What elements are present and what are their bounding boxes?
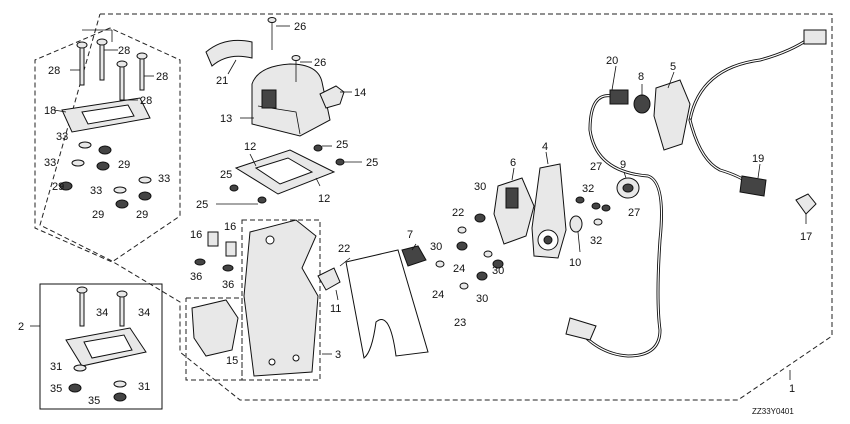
housing-13 [251, 63, 331, 137]
callout-labels: 1 2 3 4 5 6 7 8 9 10 11 12 12 13 14 15 1… [18, 21, 812, 407]
callout-5: 5 [670, 61, 676, 73]
drawing-code: ZZ33Y0401 [752, 407, 794, 416]
cover-15 [191, 299, 239, 357]
callout-34-a: 34 [96, 307, 108, 319]
bearing-9 [616, 177, 640, 199]
cover-21 [205, 39, 253, 67]
callout-36-a: 36 [190, 271, 202, 283]
assembly-outline [39, 13, 833, 401]
callout-6: 6 [510, 157, 516, 169]
callout-27-a: 27 [590, 161, 602, 173]
fastener-group-center [435, 213, 504, 290]
callout-31-a: 31 [50, 361, 62, 373]
callout-28-a: 28 [48, 65, 60, 77]
callout-18: 18 [44, 105, 56, 117]
callout-25-d: 25 [366, 157, 378, 169]
callout-26-b: 26 [314, 57, 326, 69]
callout-1: 1 [789, 383, 795, 395]
pad-7 [401, 245, 427, 267]
callout-27-b: 27 [628, 207, 640, 219]
bracket-12 [234, 149, 336, 195]
callout-12-b: 12 [318, 193, 330, 205]
leader-lines [53, 25, 807, 380]
callout-30-c: 30 [492, 265, 504, 277]
lever-6 [493, 177, 535, 245]
callout-11: 11 [330, 303, 341, 315]
callout-9: 9 [620, 159, 626, 171]
screw-25-group [229, 144, 345, 204]
callout-13: 13 [220, 113, 232, 125]
callout-2: 2 [18, 321, 24, 333]
callout-35-b: 35 [88, 395, 100, 407]
callout-23: 23 [454, 317, 466, 329]
callout-25-b: 25 [196, 199, 208, 211]
callout-15: 15 [226, 355, 238, 367]
control-body-3 [243, 219, 319, 377]
screw-26-group [267, 17, 301, 82]
callout-25-c: 25 [336, 139, 348, 151]
callout-25-a: 25 [220, 169, 232, 181]
lever-4 [531, 163, 567, 259]
callout-32-b: 32 [590, 235, 602, 247]
callout-28-b: 28 [118, 45, 130, 57]
knob-8 [633, 94, 651, 114]
callout-10: 10 [569, 257, 581, 269]
neutral-switch-10 [569, 215, 583, 233]
callout-30-a: 30 [474, 181, 486, 193]
callout-22-a: 22 [452, 207, 464, 219]
gasket-plate [345, 249, 429, 359]
mount-kit-outline [34, 27, 181, 263]
callout-16-a: 16 [190, 229, 202, 241]
callout-4: 4 [542, 141, 548, 153]
callout-29-d: 29 [136, 209, 148, 221]
nut-washer-group-top [59, 141, 152, 209]
callout-33-b: 33 [44, 157, 56, 169]
callout-31-b: 31 [138, 381, 150, 393]
callout-14: 14 [354, 87, 366, 99]
clamp-11 [317, 257, 351, 291]
callout-7: 7 [407, 229, 413, 241]
callout-28-d: 28 [140, 95, 152, 107]
callout-30-d: 30 [476, 293, 488, 305]
callout-32-a: 32 [582, 183, 594, 195]
callout-19: 19 [752, 153, 764, 165]
callout-22-b: 22 [338, 243, 350, 255]
callout-29-b: 29 [52, 181, 64, 193]
callout-35-a: 35 [50, 383, 62, 395]
callout-21: 21 [216, 75, 228, 87]
callout-16-b: 16 [224, 221, 236, 233]
callout-34-b: 34 [138, 307, 150, 319]
callout-28-c: 28 [156, 71, 168, 83]
gasket-18 [61, 97, 151, 133]
callout-33-a: 33 [56, 131, 68, 143]
callout-33-d: 33 [158, 173, 170, 185]
clip-16-36-group [194, 231, 237, 272]
bolt-28-group [76, 38, 148, 101]
callout-24-b: 24 [432, 289, 444, 301]
callout-30-b: 30 [430, 241, 442, 253]
callout-24-a: 24 [453, 263, 465, 275]
washer-27-32-group [575, 196, 611, 226]
callout-8: 8 [638, 71, 644, 83]
bracket-kit-parts [65, 286, 147, 402]
callout-29-c: 29 [92, 209, 104, 221]
callout-3: 3 [335, 349, 341, 361]
callout-33-c: 33 [90, 185, 102, 197]
callout-20: 20 [606, 55, 618, 67]
cable-19 [688, 29, 827, 197]
bracket-kit-box [39, 283, 163, 410]
callout-17: 17 [800, 231, 812, 243]
switch-5 [653, 79, 691, 151]
cable-harness-20 [565, 89, 663, 358]
callout-12-a: 12 [244, 141, 256, 153]
cover-15-outline [185, 297, 243, 381]
callout-36-b: 36 [222, 279, 234, 291]
callout-29-a: 29 [118, 159, 130, 171]
clip-14 [319, 85, 345, 109]
callout-26-a: 26 [294, 21, 306, 33]
grommet-17 [795, 193, 817, 215]
